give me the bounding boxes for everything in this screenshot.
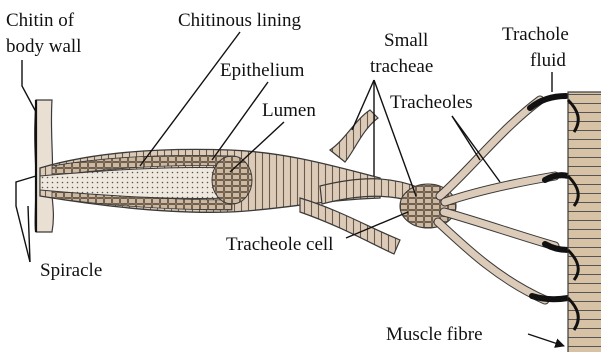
- chitin-leader: [22, 60, 36, 112]
- trachole-fluid-label-line2: fluid: [530, 50, 566, 71]
- chitinous-lining-leader: [140, 32, 240, 166]
- lumen-label: Lumen: [262, 100, 316, 121]
- chitinous-lining-label: Chitinous lining: [178, 10, 301, 31]
- tracheoles-label: Tracheoles: [390, 92, 473, 113]
- muscle-fibre-leader: [528, 334, 564, 346]
- tracheoles: [438, 96, 568, 300]
- tracheole-cell-label: Tracheole cell: [226, 234, 333, 255]
- main-trachea: [40, 149, 380, 212]
- muscle-fibre-label: Muscle fibre: [386, 324, 483, 345]
- trachole-fluid-label-line1: Trachole: [502, 24, 569, 45]
- small-tracheae-label-line2: tracheae: [370, 56, 433, 77]
- epithelium-leader: [212, 82, 268, 160]
- chitin-body-wall-label-line1: Chitin of: [6, 10, 75, 31]
- spiracle-leader-1: [16, 176, 36, 262]
- chitin-body-wall-label-line2: body wall: [6, 36, 81, 57]
- spiracle-label: Spiracle: [40, 260, 102, 281]
- epithelium-label: Epithelium: [220, 60, 305, 81]
- small-tracheae-label-line1: Small: [384, 30, 428, 51]
- muscle-fibre: [568, 92, 601, 352]
